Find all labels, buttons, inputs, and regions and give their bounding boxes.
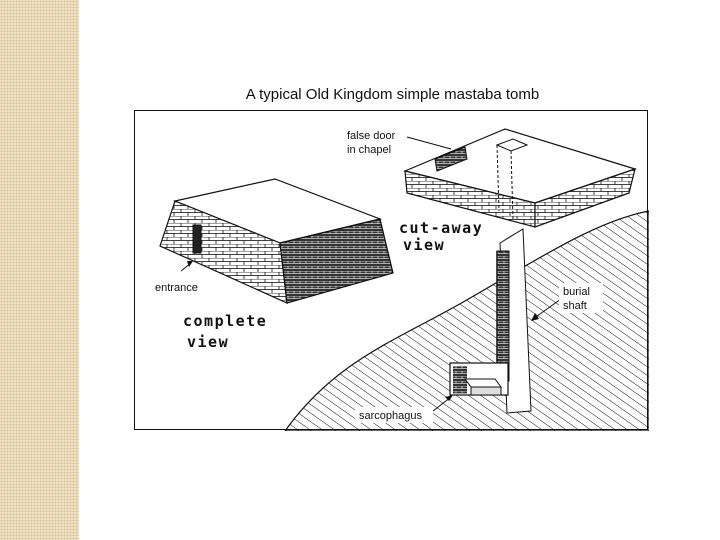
complete-view-label: complete <box>183 312 267 330</box>
cutaway-view-label: cut-away <box>399 219 483 237</box>
complete-mastaba <box>159 178 394 304</box>
complete-view-label-2: view <box>187 333 229 351</box>
sarcophagus-label: sarcophagus <box>359 410 422 422</box>
cutaway-view-label-2: view <box>403 236 445 254</box>
cutaway-mastaba <box>403 128 637 228</box>
burial-chamber <box>449 362 509 396</box>
burial-shaft-label: burial <box>563 286 590 298</box>
burial-shaft-label-bg <box>559 283 603 313</box>
mastaba-diagram: false door in chapel cut-away view entra… <box>134 110 649 431</box>
false-door-label-2: in chapel <box>347 144 391 156</box>
burial-shaft <box>496 250 510 382</box>
decorative-side-strip <box>0 0 79 540</box>
false-door-label: false door <box>347 130 396 142</box>
burial-shaft-label-2: shaft <box>563 300 587 312</box>
slide-title: A typical Old Kingdom simple mastaba tom… <box>245 86 540 103</box>
sarcophagus-label-bg <box>355 407 433 423</box>
label-pointers <box>180 136 562 412</box>
entrance-label: entrance <box>155 282 198 294</box>
